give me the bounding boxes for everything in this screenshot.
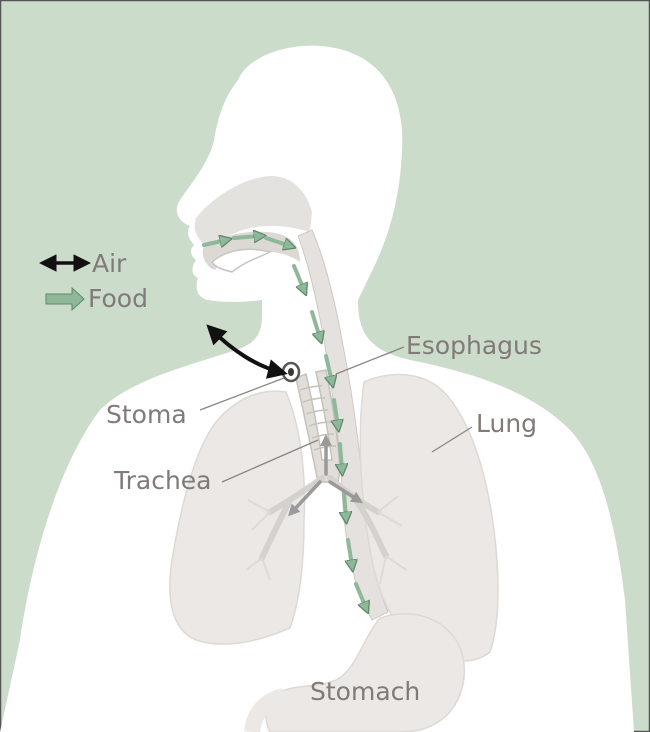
- stoma-label: Stoma: [106, 400, 187, 429]
- trachea-label: Trachea: [113, 466, 212, 495]
- stomach-label: Stomach: [310, 677, 420, 706]
- esophagus-label: Esophagus: [406, 331, 542, 360]
- stoma-opening: [288, 368, 294, 376]
- food-legend-label: Food: [88, 284, 148, 313]
- air-legend-label: Air: [92, 249, 127, 278]
- lung-label: Lung: [476, 409, 537, 438]
